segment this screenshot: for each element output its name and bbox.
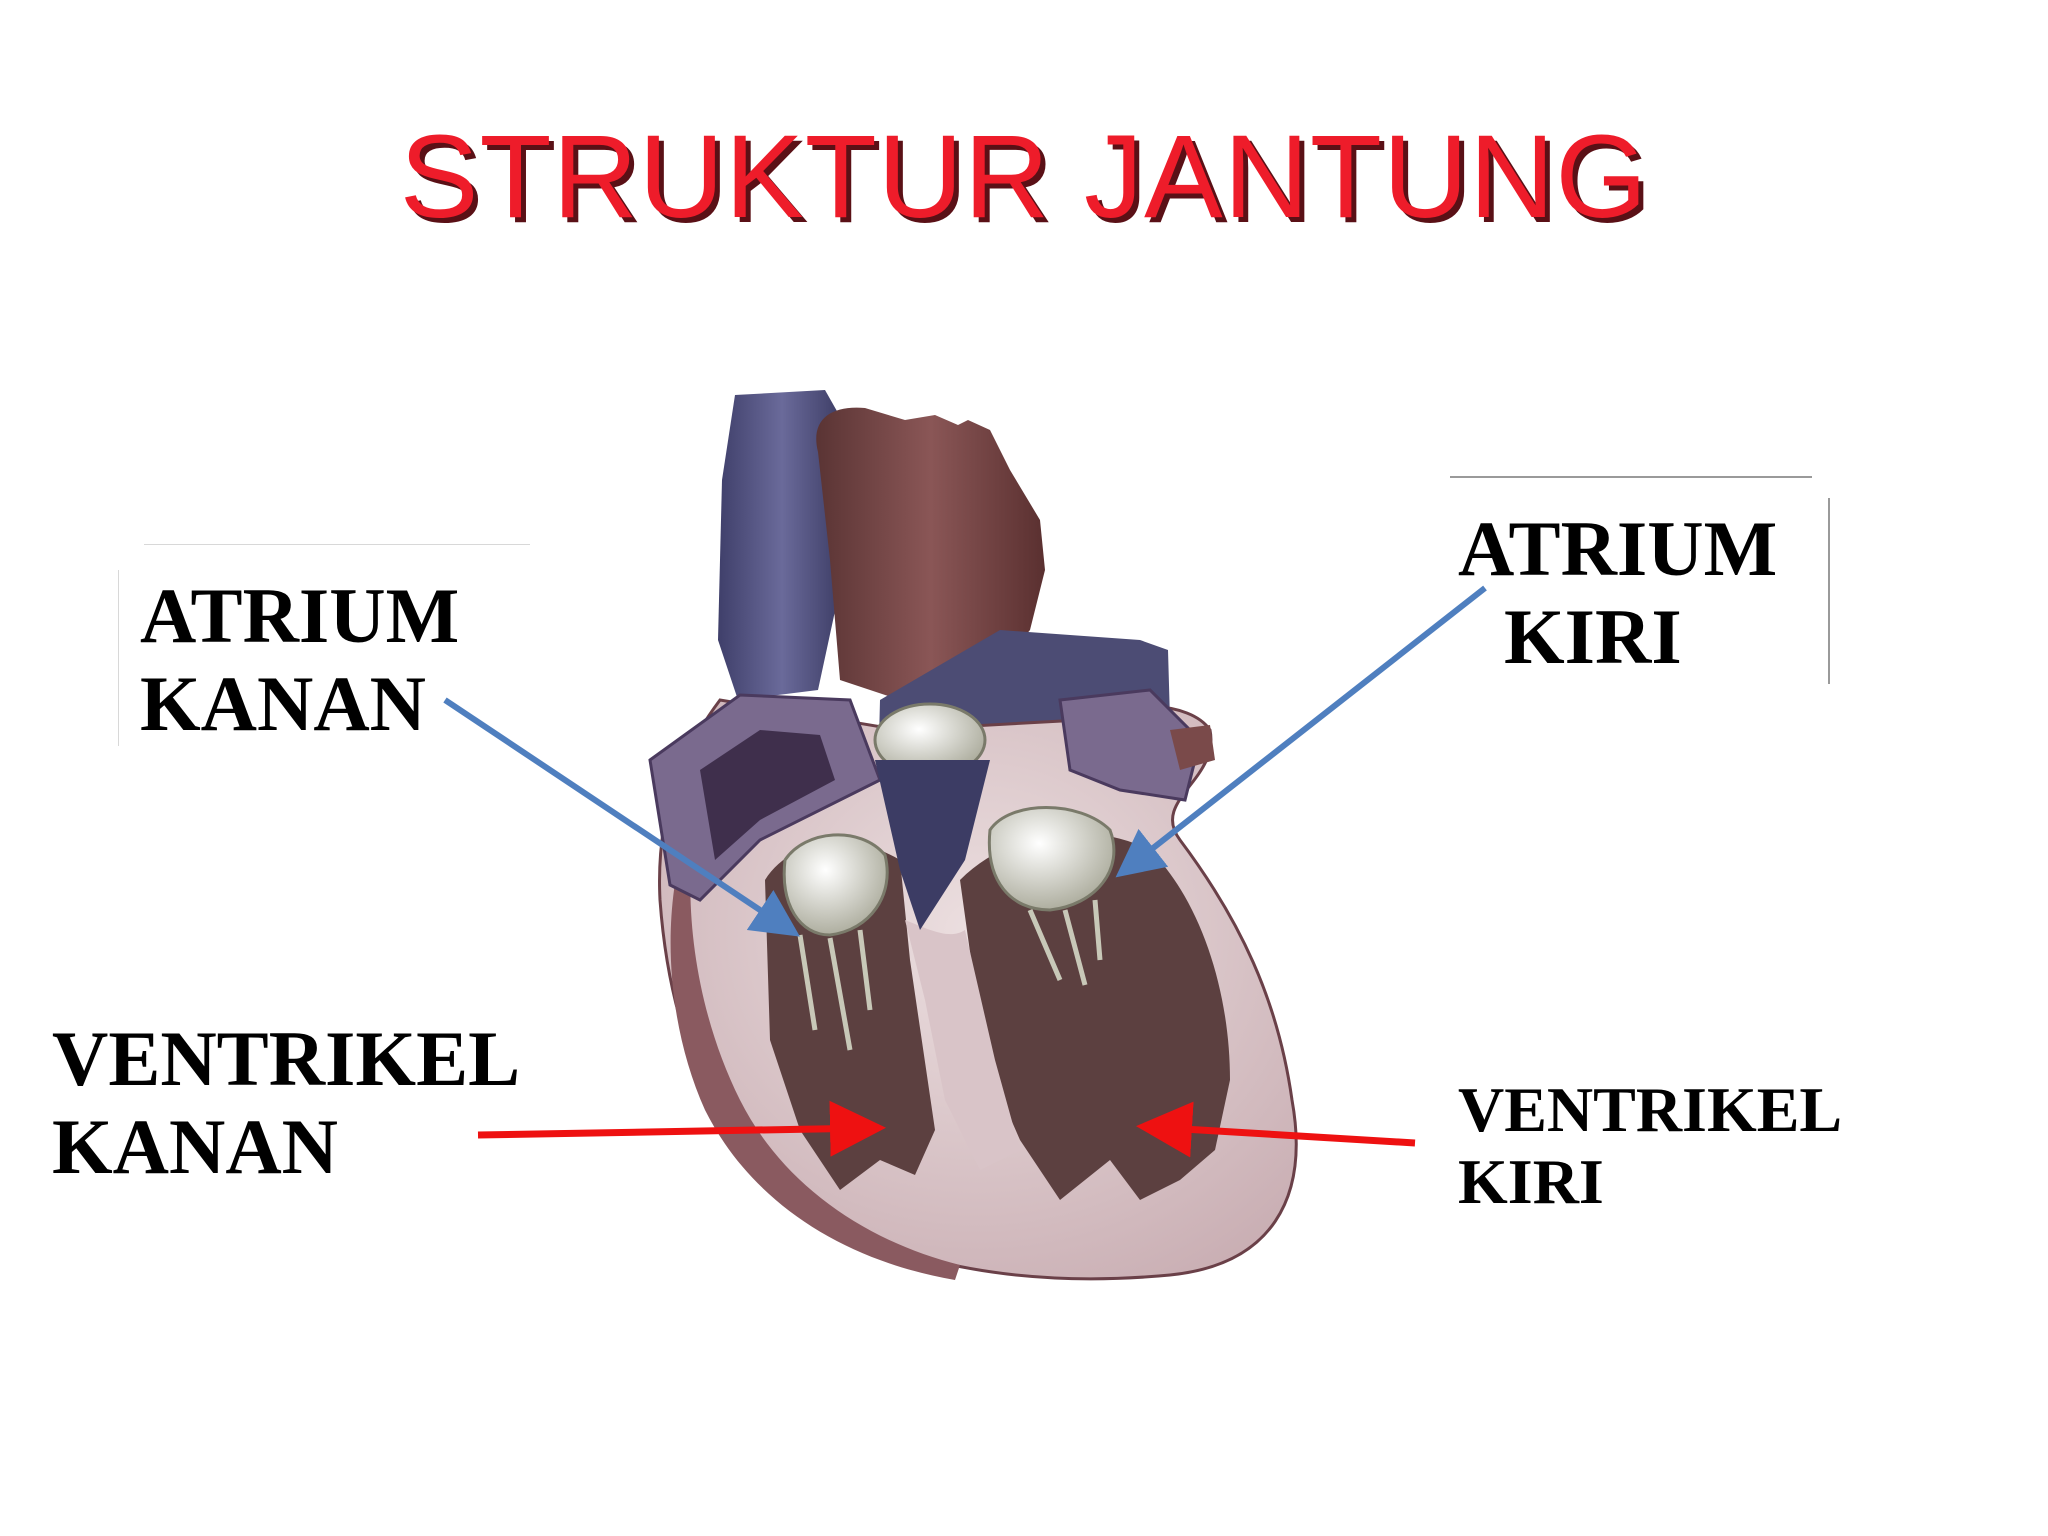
heart-illustration — [648, 390, 1298, 1281]
label-box-edge — [1450, 476, 1812, 478]
label-ventrikel-kanan: VENTRIKEL KANAN — [52, 1015, 520, 1191]
arrow-ventrikel-kiri — [1136, 1101, 1416, 1158]
vena-cava-superior — [718, 390, 846, 700]
label-line: ATRIUM — [1458, 505, 1778, 592]
label-box-edge — [1828, 498, 1830, 684]
label-atrium-kanan: ATRIUM KANAN — [140, 572, 459, 748]
mitral-valve — [987, 806, 1116, 912]
label-line: KANAN — [52, 1103, 338, 1191]
label-atrium-kiri: ATRIUM KIRI — [1458, 505, 1777, 681]
label-line: VENTRIKEL — [1458, 1074, 1843, 1145]
arrow-atrium-kiri — [1115, 585, 1487, 878]
arrow-atrium-kanan — [443, 697, 800, 937]
label-line: VENTRIKEL — [52, 1015, 521, 1102]
slide-title: STRUKTUR JANTUNG — [399, 111, 1649, 243]
label-line: KIRI — [1504, 593, 1682, 681]
arrow-ventrikel-kanan — [477, 1100, 886, 1157]
label-line: KANAN — [140, 660, 426, 748]
aorta — [816, 407, 1045, 700]
label-ventrikel-kiri: VENTRIKEL KIRI — [1458, 1074, 1842, 1219]
label-line: ATRIUM — [140, 572, 460, 659]
label-line: KIRI — [1458, 1146, 1604, 1218]
label-box-edge — [118, 570, 119, 746]
septum — [905, 920, 1020, 1170]
left-atrium-wall — [1058, 688, 1202, 802]
label-box-edge — [144, 544, 530, 545]
heart-outer-rim — [670, 800, 960, 1280]
pulmonary-vein — [1170, 725, 1215, 770]
